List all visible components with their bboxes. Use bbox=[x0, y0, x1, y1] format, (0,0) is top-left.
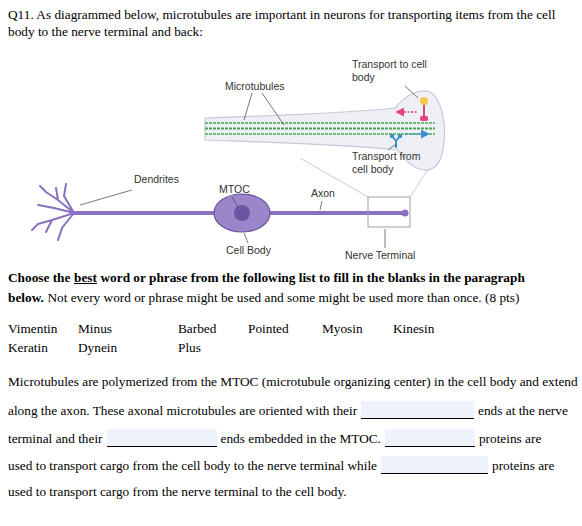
paragraph-line: terminal and their ends embedded in the M… bbox=[8, 429, 541, 447]
paragraph-text: terminal and their bbox=[8, 431, 103, 447]
motor-retrograde bbox=[397, 97, 428, 121]
word-choice: Myosin bbox=[322, 321, 363, 337]
part-label: Axon bbox=[311, 187, 335, 200]
word-choice: Pointed bbox=[248, 321, 289, 337]
part-label: MTOC bbox=[219, 183, 250, 196]
word-choice: Dynein bbox=[78, 340, 117, 356]
paragraph-line: along the axon. These axonal microtubule… bbox=[8, 401, 568, 419]
paragraph-text: proteins are bbox=[492, 458, 554, 474]
paragraph-line: used to transport cargo from the nerve t… bbox=[8, 484, 347, 500]
part-label: Cell Body bbox=[226, 244, 271, 257]
part-label: Transport to cell body bbox=[352, 58, 430, 83]
instruction-text: best bbox=[74, 270, 97, 285]
word-choice: Kinesin bbox=[393, 321, 434, 337]
paragraph-text: proteins are bbox=[479, 431, 541, 447]
part-label: Transport from cell body bbox=[352, 150, 430, 175]
paragraph-text: used to transport cargo from the cell bo… bbox=[8, 458, 377, 474]
word-choice: Minus bbox=[78, 321, 112, 337]
neuron bbox=[32, 184, 409, 240]
answer-blank bbox=[107, 429, 217, 447]
word-choice: Keratin bbox=[8, 340, 48, 356]
paragraph-text: ends at the nerve bbox=[478, 403, 568, 419]
part-label: Dendrites bbox=[134, 173, 179, 186]
paragraph-text: ends embedded in the MTOC. bbox=[221, 431, 381, 447]
paragraph-text: along the axon. These axonal microtubule… bbox=[8, 403, 357, 419]
question-title: Q11. As diagrammed below, microtubules a… bbox=[8, 6, 564, 41]
microtubule-bundle bbox=[205, 123, 435, 134]
paragraph-line: Microtubules are polymerized from the MT… bbox=[8, 374, 578, 390]
answer-blank bbox=[385, 429, 475, 447]
instruction-text: Choose the bbox=[8, 270, 70, 285]
word-choice: Barbed bbox=[178, 321, 216, 337]
paragraph-text: Microtubules are polymerized from the MT… bbox=[8, 374, 578, 390]
answer-blank bbox=[361, 401, 474, 419]
word-choice: Plus bbox=[178, 340, 201, 356]
part-label: Microtubules bbox=[225, 80, 285, 93]
part-label: Nerve Terminal bbox=[345, 249, 415, 262]
paragraph-text: used to transport cargo from the nerve t… bbox=[8, 484, 347, 500]
word-choice: Vimentin bbox=[8, 321, 57, 337]
instructions: Choose thebestword or phrase from the fo… bbox=[8, 268, 574, 308]
nerve-terminal-frame bbox=[368, 197, 410, 227]
paragraph-line: used to transport cargo from the cell bo… bbox=[8, 456, 554, 474]
motor-anterograde bbox=[390, 134, 428, 148]
instruction-text: Not every word or phrase might be used a… bbox=[47, 290, 519, 305]
answer-blank bbox=[381, 456, 488, 474]
